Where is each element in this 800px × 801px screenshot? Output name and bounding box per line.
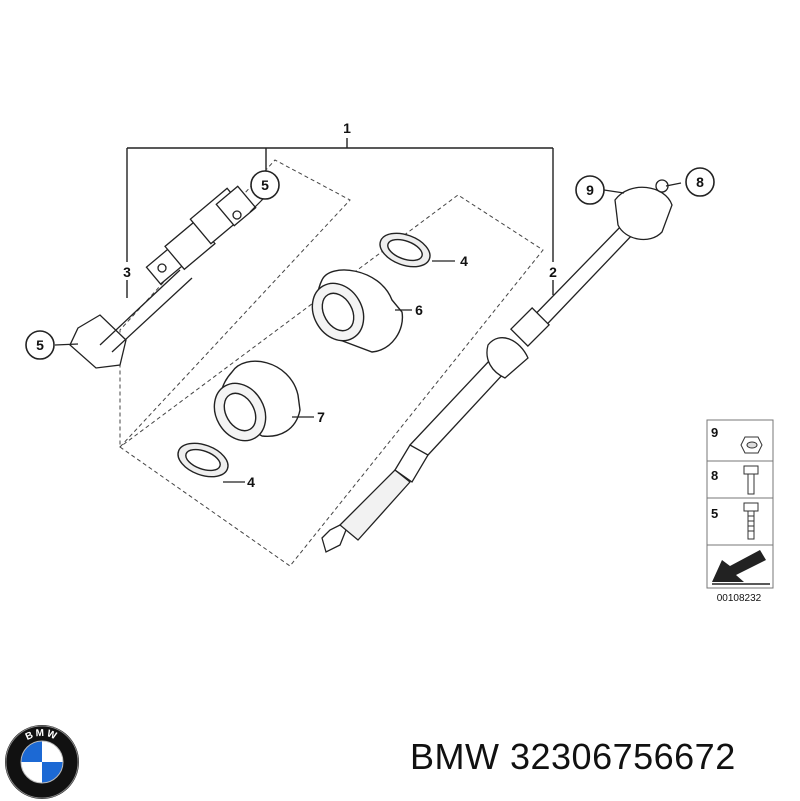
nut-icon — [740, 436, 763, 454]
part-number-caption: BMW 32306756672 — [410, 736, 736, 777]
assembly-bracket — [126, 138, 554, 298]
upper-shaft-part — [69, 185, 257, 369]
callout-circle-5-top: 5 — [250, 170, 280, 200]
seal-ring-upper — [379, 232, 431, 268]
callout-3: 3 — [123, 264, 131, 280]
callout-4-upper: 4 — [460, 253, 468, 269]
callout-leaders — [54, 182, 682, 483]
callout-circle-9: 9 — [575, 175, 605, 205]
lower-shaft-part — [321, 179, 673, 553]
svg-text:5: 5 — [36, 337, 44, 353]
svg-text:9: 9 — [586, 182, 594, 198]
boot-upper-part — [311, 269, 404, 353]
parts-legend: 9 8 5 — [706, 419, 774, 589]
callout-circle-8: 8 — [685, 167, 715, 197]
callout-4-lower: 4 — [247, 474, 255, 490]
legend-number-8: 8 — [711, 468, 718, 483]
callout-7: 7 — [317, 409, 325, 425]
seal-ring-lower — [177, 442, 229, 478]
legend-number-5: 5 — [711, 506, 718, 521]
bmw-logo-icon: BMW — [5, 725, 79, 799]
direction-arrow-icon — [712, 550, 770, 585]
ribbed-bolt-icon — [743, 502, 759, 540]
svg-text:8: 8 — [696, 174, 704, 190]
callout-circle-5-left: 5 — [25, 330, 55, 360]
diagram-reference-number: 00108232 — [717, 593, 762, 604]
callout-1: 1 — [343, 120, 351, 136]
svg-text:BMW: BMW — [24, 728, 60, 743]
dashed-frame-left — [119, 159, 351, 449]
boot-lower-part — [213, 360, 301, 442]
svg-text:5: 5 — [261, 177, 269, 193]
callout-2: 2 — [549, 264, 557, 280]
callout-6: 6 — [415, 302, 423, 318]
legend-number-9: 9 — [711, 425, 718, 440]
bolt-icon — [743, 465, 759, 495]
